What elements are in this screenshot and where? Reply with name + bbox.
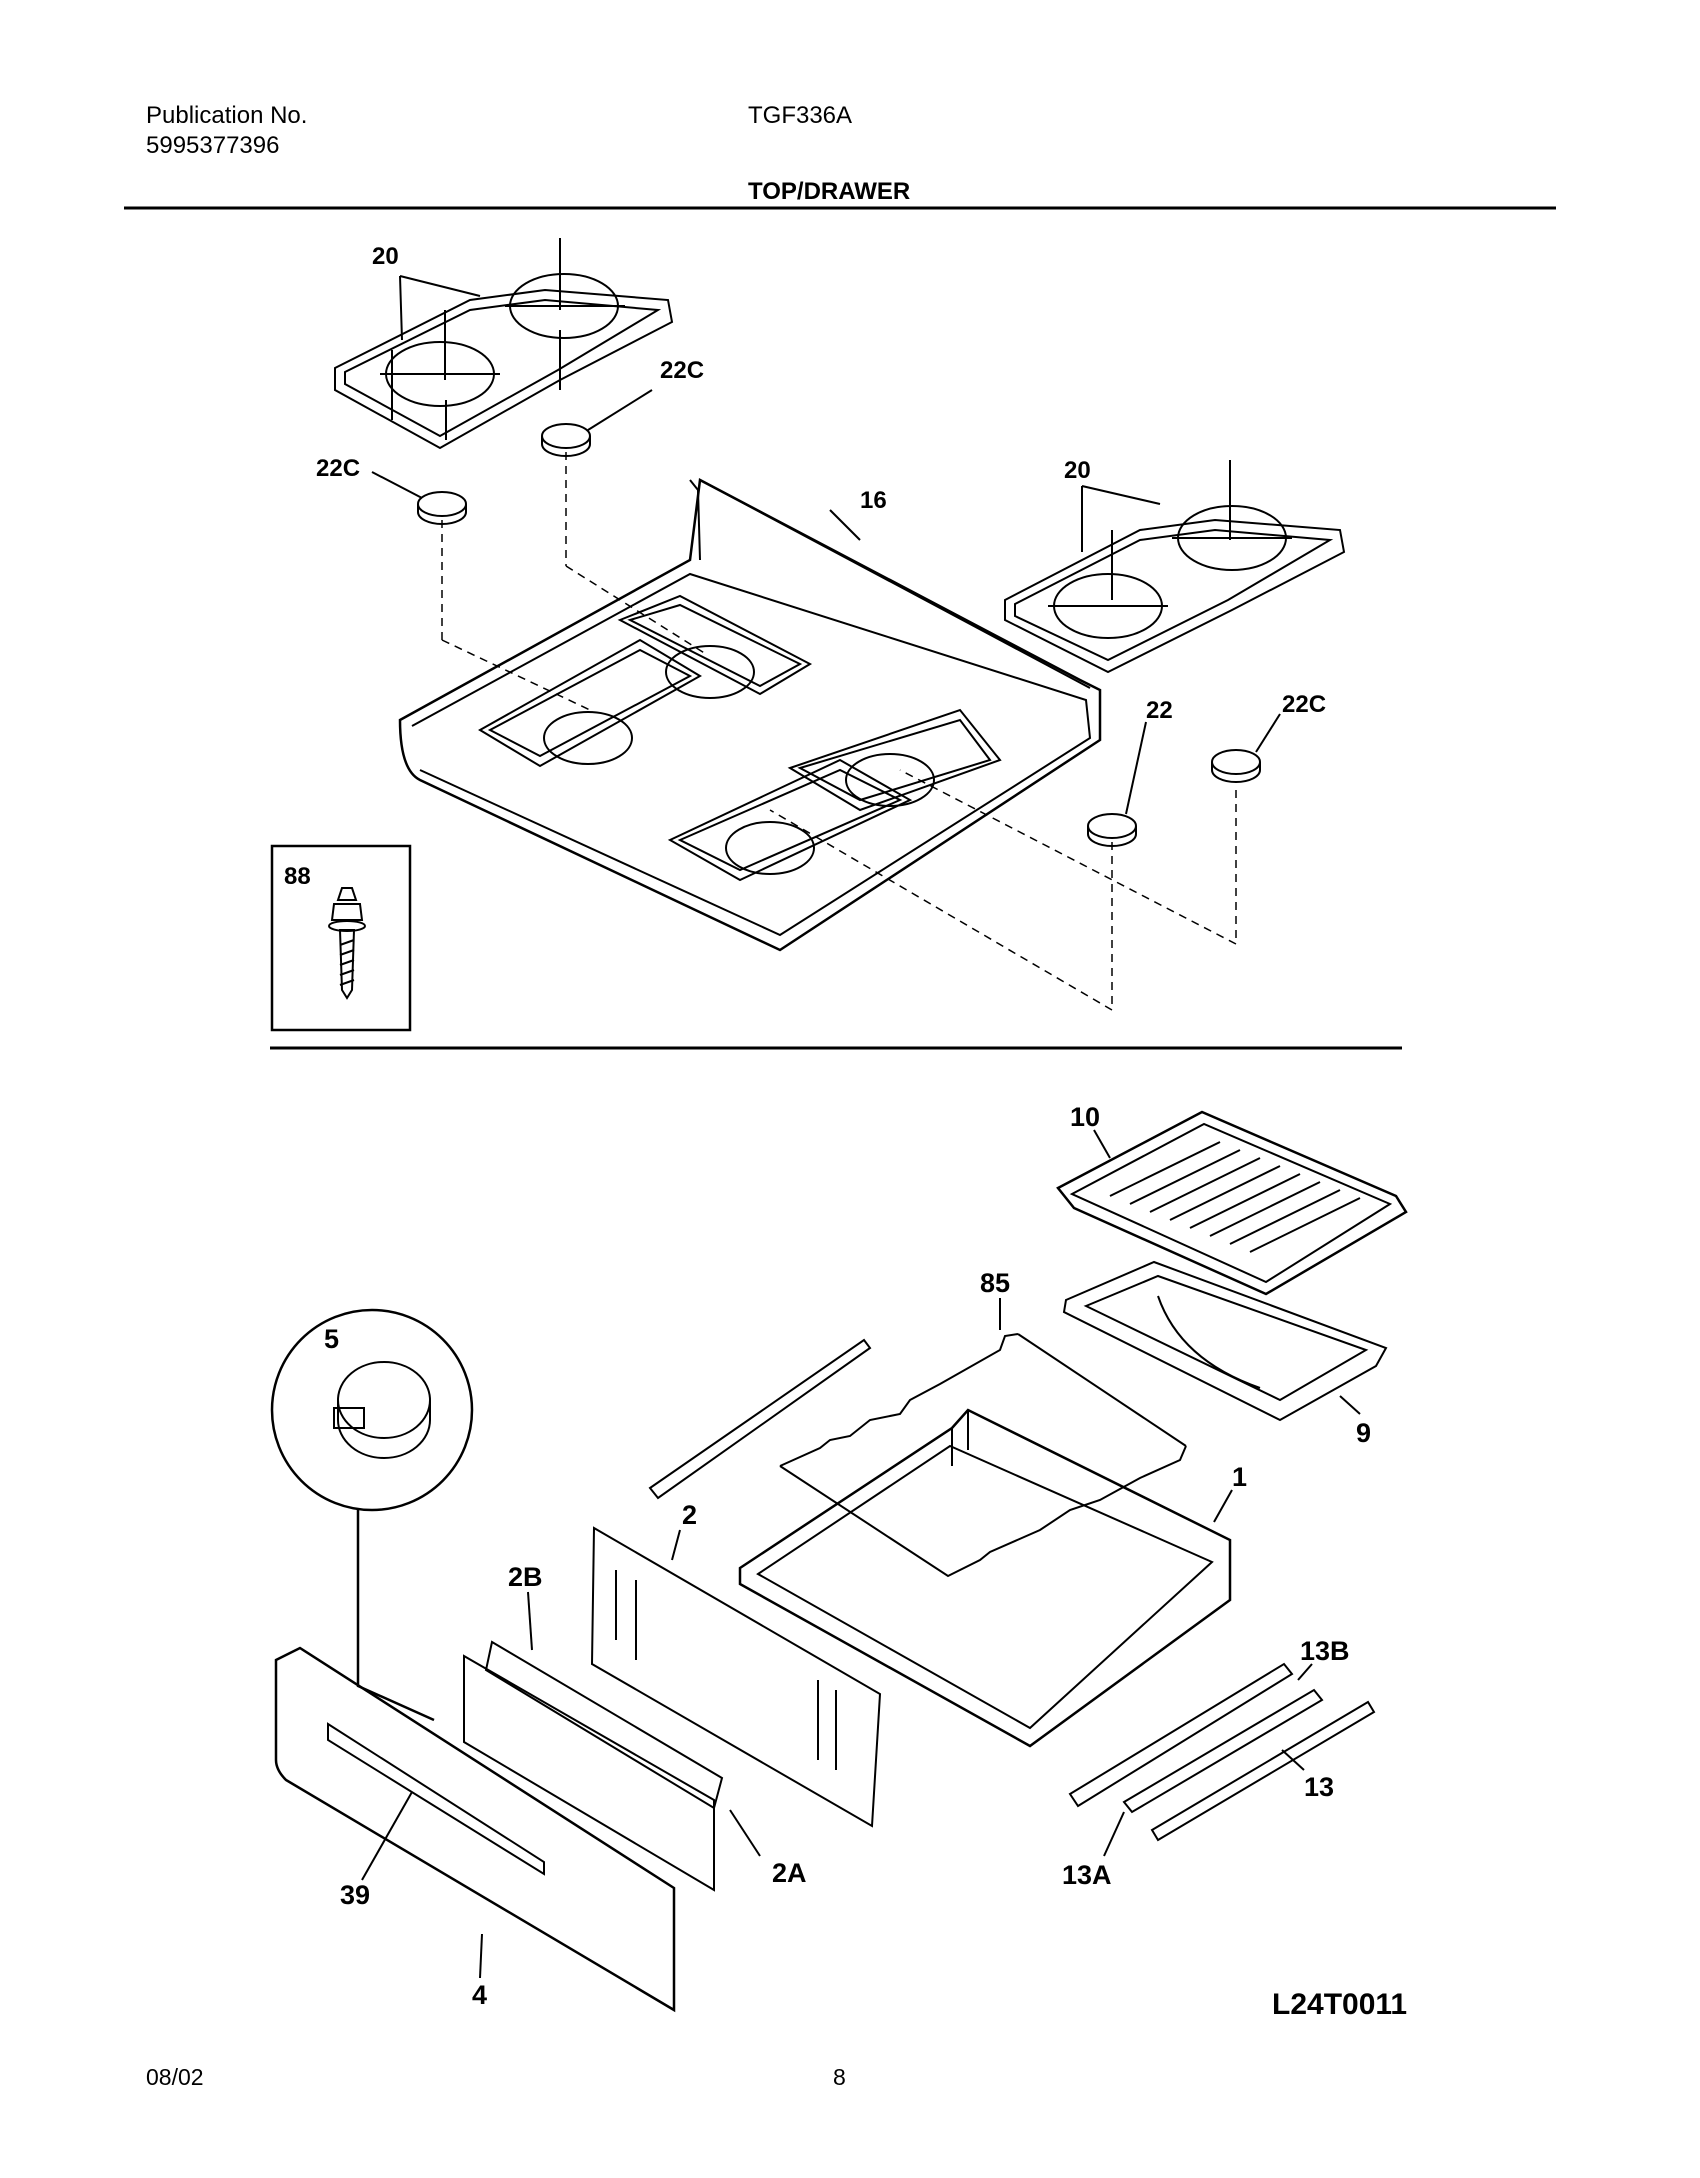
callout-13a: 13A — [1062, 1860, 1112, 1890]
inset-box — [270, 844, 412, 1032]
cap-22c-left-lower — [417, 491, 467, 517]
drawer-lip-2a — [463, 1654, 715, 1892]
drawer-body — [738, 1408, 1232, 1748]
callout-88: 88 — [284, 863, 311, 890]
grate-left — [334, 238, 674, 450]
callout-20-left: 20 — [372, 243, 399, 270]
grate-right — [1004, 460, 1346, 674]
rail-13b — [1068, 1662, 1294, 1808]
callout-16: 16 — [860, 487, 887, 514]
callout-1: 1 — [1232, 1462, 1247, 1492]
footer-date: 08/02 — [146, 2064, 204, 2090]
callout-22c-right: 22C — [1282, 691, 1326, 718]
rail-13a — [1122, 1688, 1324, 1814]
screw-88 — [328, 887, 366, 1000]
knob-5 — [333, 1361, 431, 1459]
drawer-frame-85 — [779, 1333, 1187, 1578]
callout-13b: 13B — [1300, 1636, 1350, 1666]
cap-22c-left-upper — [541, 423, 591, 449]
cap-22c-right-rear — [1211, 749, 1261, 775]
rail-13 — [1150, 1700, 1376, 1842]
callout-22: 22 — [1146, 697, 1173, 724]
page-number: 8 — [833, 2064, 846, 2090]
publication-number: 5995377396 — [146, 132, 280, 159]
drawer-back — [590, 1526, 882, 1828]
drawer-panel-4 — [274, 1646, 676, 2013]
callout-22c-left-lower: 22C — [316, 455, 360, 482]
callout-13: 13 — [1304, 1772, 1334, 1802]
callout-2: 2 — [682, 1500, 697, 1530]
model-number: TGF336A — [748, 102, 853, 129]
callout-85: 85 — [980, 1268, 1010, 1298]
callout-20-right: 20 — [1064, 457, 1091, 484]
callout-5: 5 — [324, 1324, 339, 1354]
rail-upper — [648, 1338, 872, 1500]
section-title: TOP/DRAWER — [748, 178, 911, 205]
figure-id: L24T0011 — [1272, 1988, 1407, 2021]
callout-4: 4 — [472, 1980, 487, 2010]
callout-9: 9 — [1356, 1418, 1371, 1448]
callout-2b: 2B — [508, 1562, 543, 1592]
callout-39: 39 — [340, 1880, 370, 1910]
knob-inset — [270, 1308, 474, 1512]
cooktop — [398, 478, 1102, 952]
callout-2a: 2A — [772, 1858, 807, 1888]
publication-label: Publication No. — [146, 102, 308, 129]
broiler-grid — [1056, 1110, 1408, 1296]
broiler-pan — [1062, 1260, 1388, 1422]
cap-22-right-front — [1087, 813, 1137, 839]
callout-10: 10 — [1070, 1102, 1100, 1132]
callout-22c-left-upper: 22C — [660, 357, 704, 384]
